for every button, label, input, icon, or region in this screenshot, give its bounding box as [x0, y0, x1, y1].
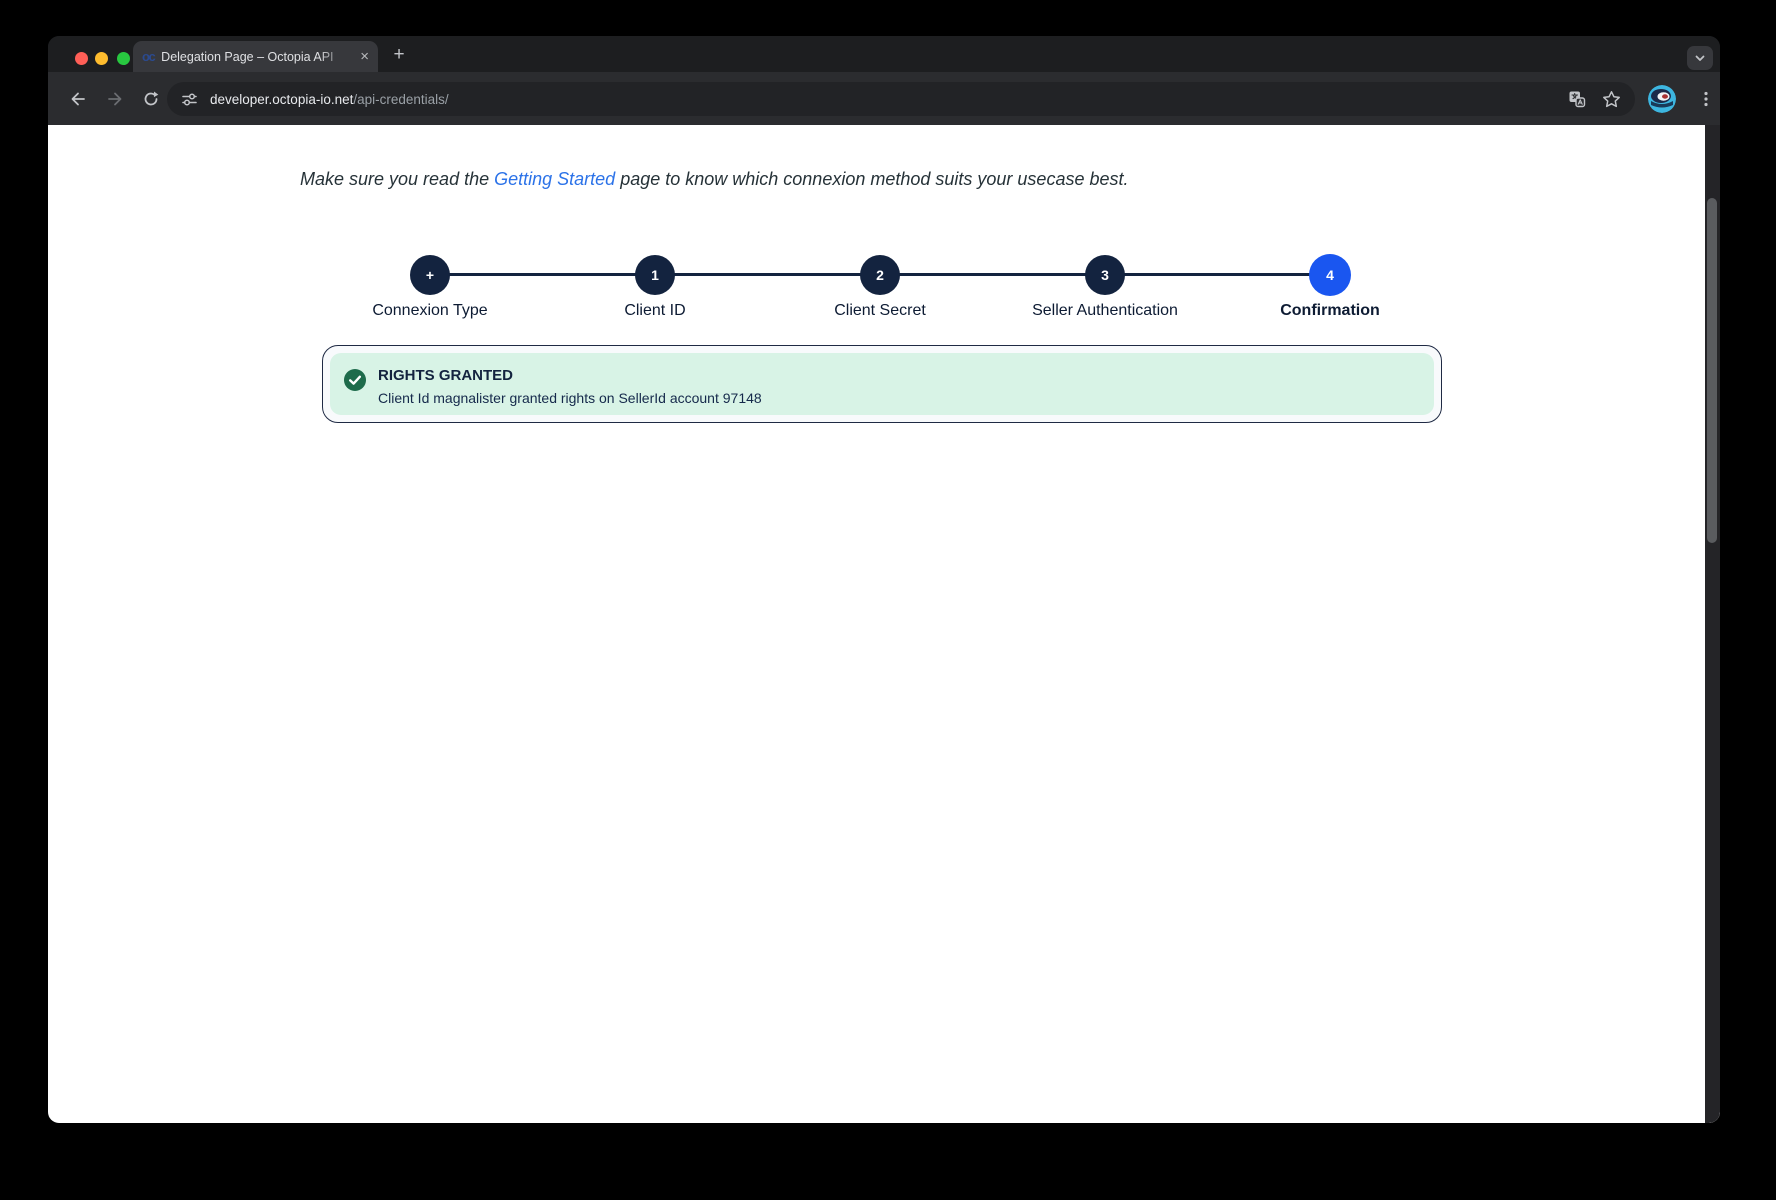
stepper-step-seller-authentication[interactable]: 3 Seller Authentication	[995, 255, 1215, 320]
tab-close-icon[interactable]: ×	[360, 48, 369, 65]
url-text: developer.octopia-io.net/api-credentials…	[210, 92, 449, 107]
tab-search-button[interactable]	[1687, 46, 1713, 70]
step-label: Connexion Type	[372, 302, 488, 319]
step-label: Seller Authentication	[1032, 302, 1178, 319]
tab-title: Delegation Page – Octopia API	[161, 49, 334, 64]
octopia-logo-icon: oc	[142, 49, 156, 64]
browser-menu-button[interactable]	[1694, 87, 1718, 111]
page-scrollbar[interactable]	[1705, 125, 1720, 1123]
translate-icon[interactable]	[1568, 90, 1586, 108]
reload-icon	[144, 91, 159, 106]
back-icon	[71, 92, 85, 106]
success-alert-body: RIGHTS GRANTED Client Id magnalister gra…	[330, 353, 1434, 415]
browser-toolbar: developer.octopia-io.net/api-credentials…	[48, 72, 1720, 125]
scrollbar-thumb[interactable]	[1707, 198, 1717, 543]
step-circle[interactable]: 3	[1085, 255, 1125, 295]
url-path: /api-credentials/	[353, 91, 449, 107]
site-settings-icon[interactable]	[181, 91, 198, 108]
window-close-button[interactable]	[75, 52, 88, 65]
chevron-down-icon	[1695, 55, 1705, 61]
stepper-step-confirmation[interactable]: 4 Confirmation	[1220, 254, 1440, 320]
stepper-step-connexion-type[interactable]: + Connexion Type	[320, 255, 540, 320]
window-zoom-button[interactable]	[117, 52, 130, 65]
url-bar[interactable]: developer.octopia-io.net/api-credentials…	[167, 82, 1635, 116]
intro-post: page to know which connexion method suit…	[615, 169, 1129, 189]
check-circle-icon	[344, 369, 366, 396]
alert-message: Client Id magnalister granted rights on …	[378, 390, 762, 406]
step-label: Client Secret	[834, 302, 926, 319]
reload-button[interactable]	[139, 87, 163, 111]
back-button[interactable]	[66, 87, 90, 111]
step-label: Confirmation	[1280, 302, 1380, 319]
tab-strip: oc Delegation Page – Octopia API × +	[48, 36, 1720, 72]
url-host: developer.octopia-io.net	[210, 91, 354, 107]
browser-tab[interactable]: oc Delegation Page – Octopia API ×	[133, 41, 378, 72]
step-circle[interactable]: +	[410, 255, 450, 295]
alert-title: RIGHTS GRANTED	[378, 367, 513, 384]
stepper-step-client-id[interactable]: 1 Client ID	[545, 255, 765, 320]
browser-window: oc Delegation Page – Octopia API × +	[48, 36, 1720, 1123]
success-alert: RIGHTS GRANTED Client Id magnalister gra…	[322, 345, 1442, 423]
getting-started-link[interactable]: Getting Started	[494, 169, 616, 189]
intro-text: Make sure you read the Getting Started p…	[300, 169, 1129, 190]
window-minimize-button[interactable]	[95, 52, 108, 65]
step-circle[interactable]: 2	[860, 255, 900, 295]
step-circle-active[interactable]: 4	[1309, 254, 1351, 296]
menu-dots-icon	[1704, 91, 1708, 107]
new-tab-button[interactable]: +	[393, 44, 405, 65]
profile-avatar[interactable]	[1648, 85, 1676, 113]
forward-button[interactable]	[103, 87, 127, 111]
alert-text-block: RIGHTS GRANTED Client Id magnalister gra…	[378, 366, 762, 407]
intro-pre: Make sure you read the	[300, 169, 495, 189]
stepper-step-client-secret[interactable]: 2 Client Secret	[770, 255, 990, 320]
step-label: Client ID	[624, 302, 686, 319]
forward-icon	[108, 92, 122, 106]
bookmark-star-icon[interactable]	[1602, 90, 1621, 109]
page-content: Make sure you read the Getting Started p…	[48, 125, 1720, 1123]
avatar-sushi-image	[1648, 85, 1676, 113]
step-circle[interactable]: 1	[635, 255, 675, 295]
